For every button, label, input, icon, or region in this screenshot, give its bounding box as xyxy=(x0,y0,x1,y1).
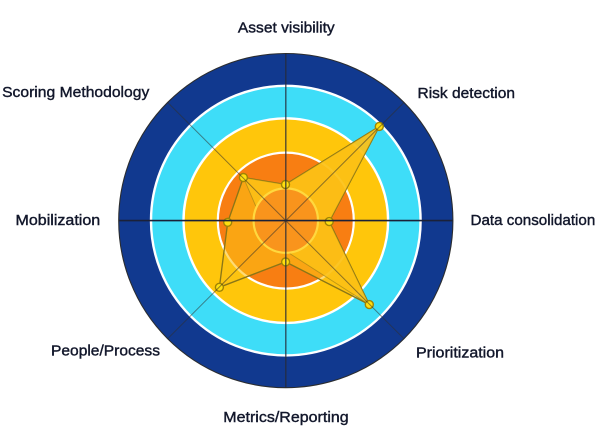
svg-text:Risk detection: Risk detection xyxy=(418,85,516,102)
svg-text:People/Process: People/Process xyxy=(51,343,160,360)
svg-text:Asset visibility: Asset visibility xyxy=(238,20,335,37)
svg-text:Mobilization: Mobilization xyxy=(16,212,101,229)
svg-text:Scoring Methodology: Scoring Methodology xyxy=(2,84,150,101)
svg-text:Data consolidation: Data consolidation xyxy=(471,212,596,229)
svg-text:Metrics/Reporting: Metrics/Reporting xyxy=(223,409,348,426)
svg-text:Prioritization: Prioritization xyxy=(416,344,504,361)
